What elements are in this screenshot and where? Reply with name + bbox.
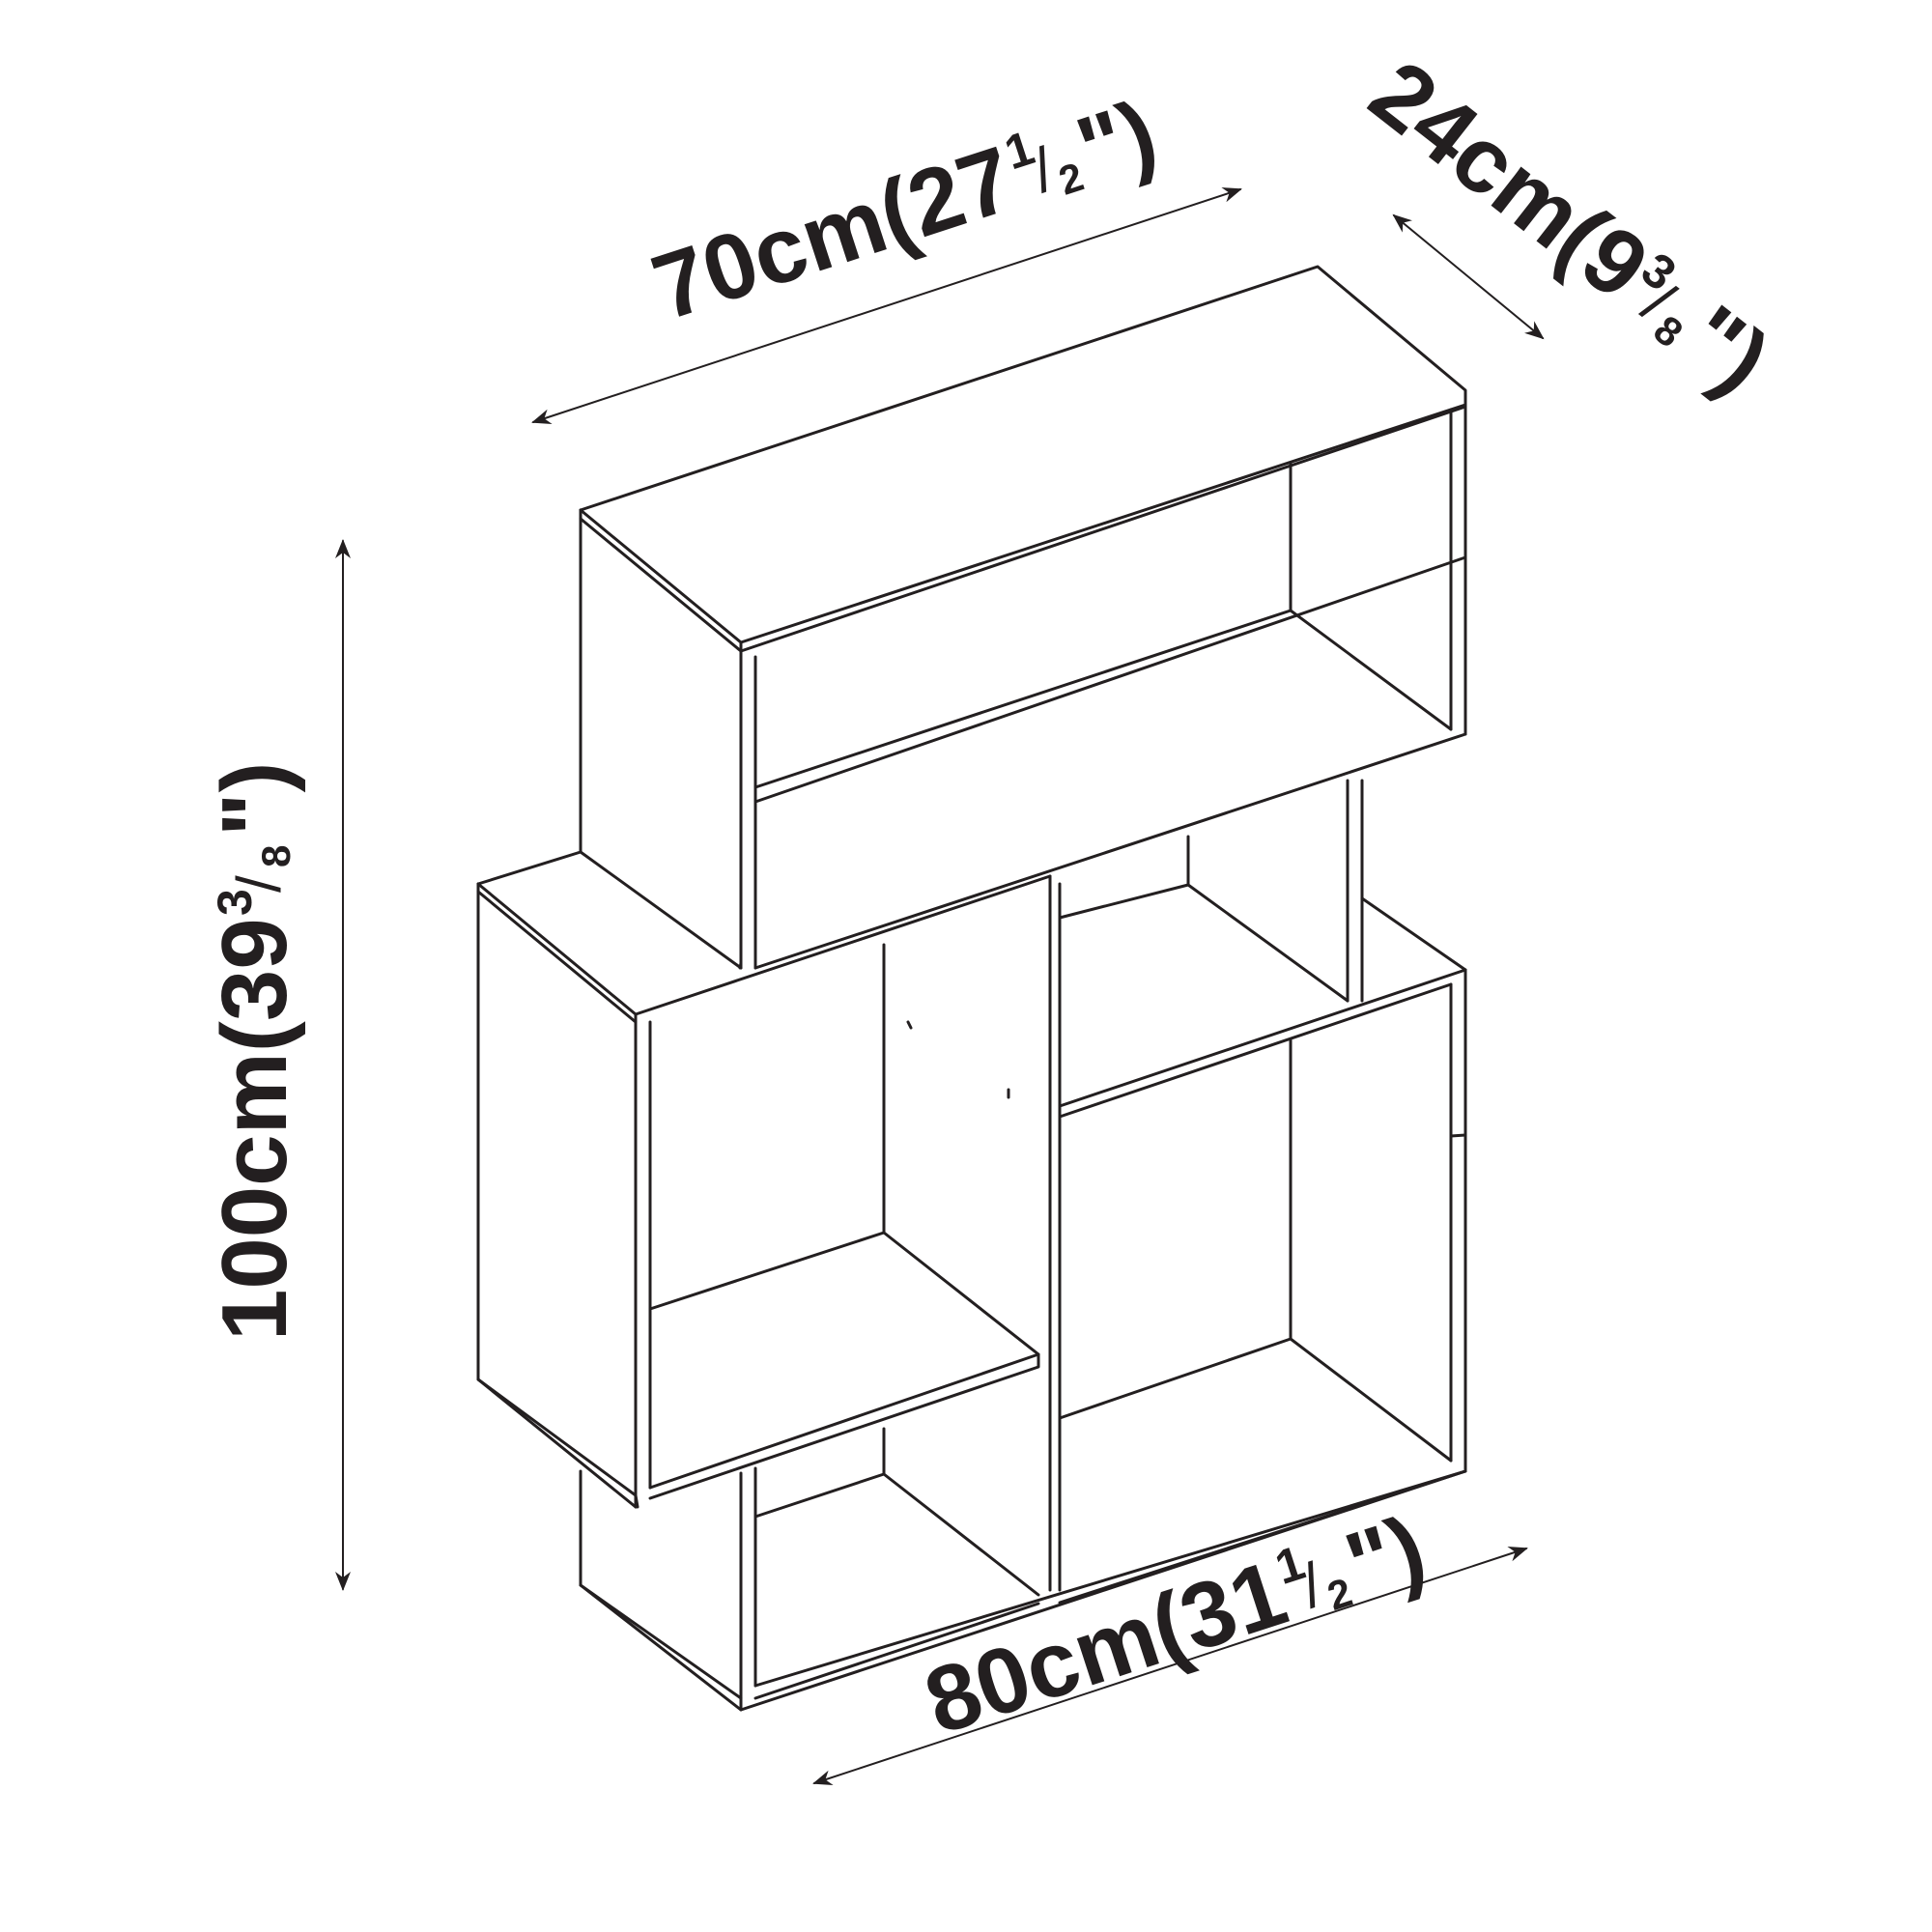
top-width-label: 70cm(27 1 / 2 ") [640, 80, 1168, 339]
dimension-lines [335, 187, 1545, 1785]
depth-label: 24cm(9 3 / 8 ") [1351, 41, 1788, 413]
height-close: ") [203, 762, 306, 837]
middle-left-box [476, 850, 1062, 1592]
height-denominator: 8 [253, 845, 298, 867]
middle-right-box [1058, 779, 1467, 1605]
height-slash: / [224, 875, 294, 893]
bottom-width-main-text: 80cm(31 [913, 1541, 1298, 1754]
height-main-text: 100cm(39 [203, 918, 306, 1341]
top-box [579, 265, 1467, 970]
height-numerator: 3 [208, 889, 262, 916]
height-label: 100cm(39 3 / 8 ") [203, 762, 306, 1341]
bottom-width-dimension-line [812, 1547, 1528, 1785]
top-width-main-text: 70cm(27 [640, 127, 1026, 340]
depth-main-text: 24cm(9 [1351, 41, 1667, 319]
top-width-dimension-line [531, 187, 1242, 424]
depth-dimension-line [1392, 213, 1545, 340]
bottom-width-label: 80cm(31 1 / 2 ") [913, 1496, 1436, 1754]
bookshelf-drawing [476, 265, 1467, 1712]
depth-close: ") [1665, 286, 1788, 413]
